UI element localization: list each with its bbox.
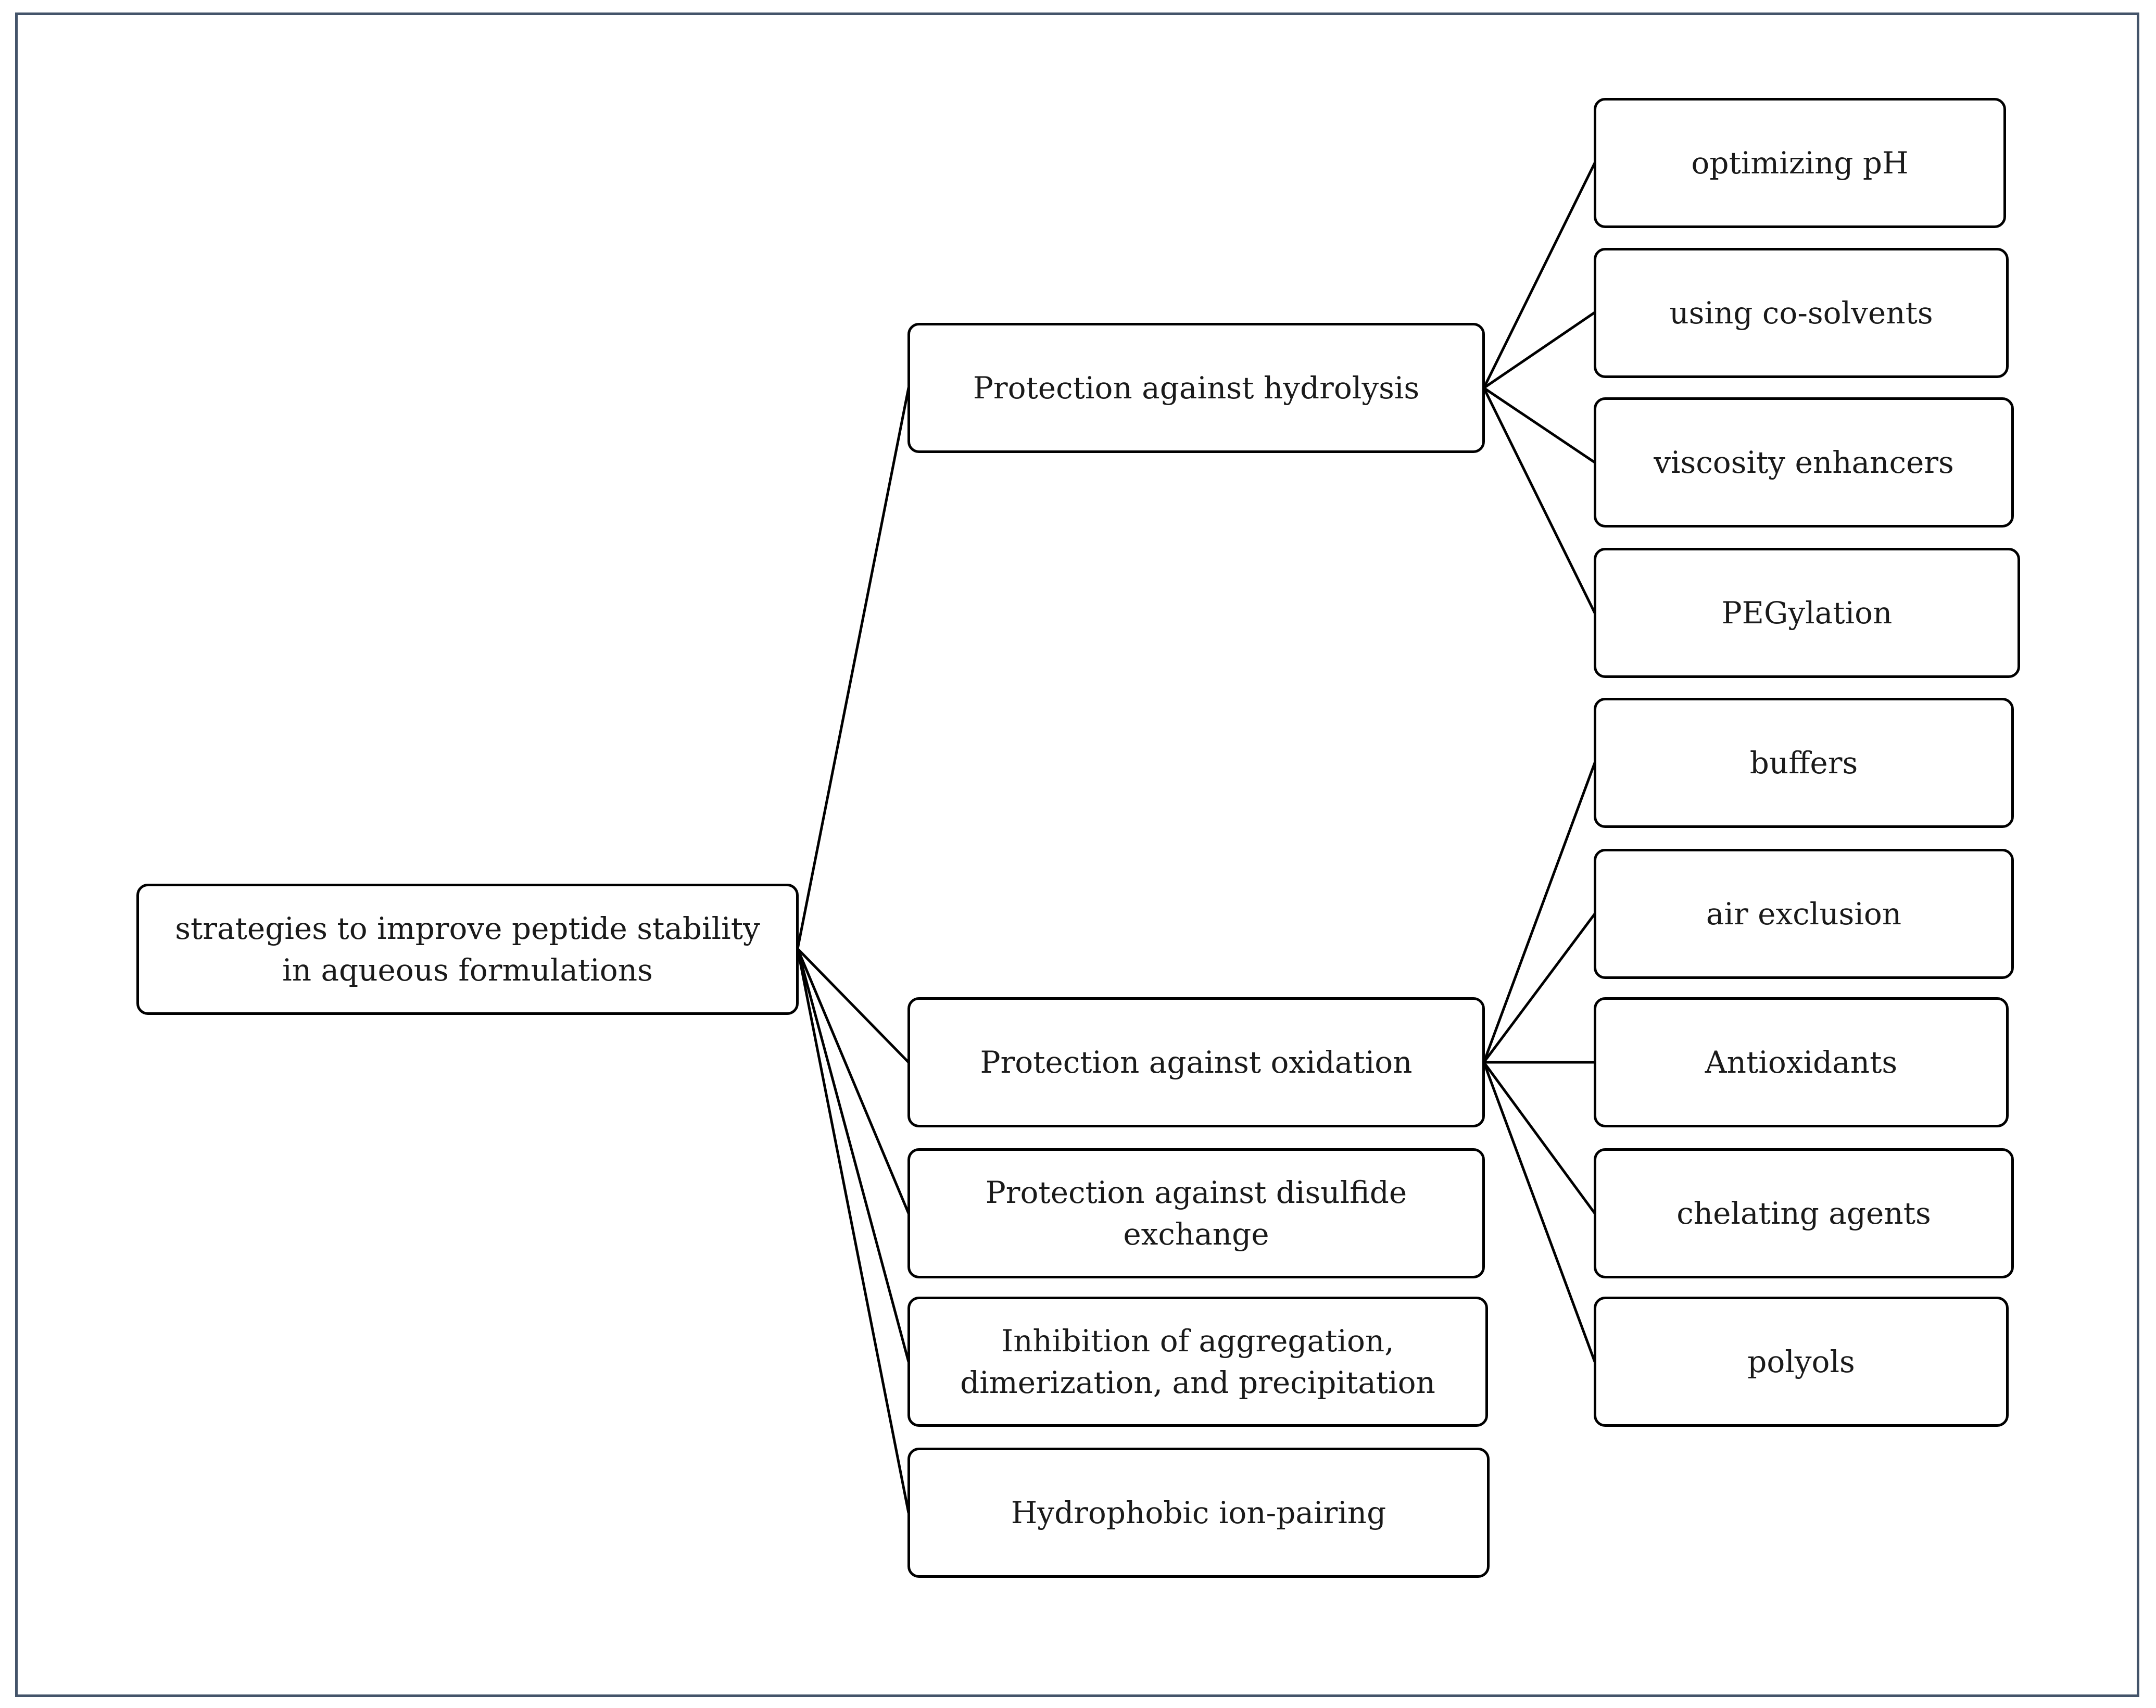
leaf-node-co-solvents: using co-solvents: [1594, 248, 2009, 378]
leaf-node-air-exclusion: air exclusion: [1594, 849, 2014, 979]
leaf-node-label: air exclusion: [1706, 896, 1902, 932]
leaf-node-viscosity-enhancers: viscosity enhancers: [1594, 397, 2014, 528]
branch-node-label: Inhibition of aggregation, dimerization,…: [960, 1323, 1435, 1400]
branch-node-aggregation: Inhibition of aggregation, dimerization,…: [907, 1297, 1488, 1427]
connector-root-oxidation: [796, 947, 910, 1064]
leaf-node-label: using co-solvents: [1669, 295, 1933, 331]
branch-node-label: Protection against oxidation: [980, 1045, 1413, 1080]
leaf-node-label: buffers: [1749, 745, 1858, 781]
branch-node-label: Protection against hydrolysis: [973, 370, 1420, 406]
leaf-node-pegylation: PEGylation: [1594, 548, 2020, 678]
connector-hydrolysis-pegylation: [1482, 386, 1596, 614]
connector-oxidation-chelating: [1482, 1061, 1596, 1215]
leaf-node-label: chelating agents: [1676, 1196, 1931, 1231]
connector-hydrolysis-viscosity: [1482, 386, 1596, 464]
leaf-node-optimizing-ph: optimizing pH: [1594, 98, 2006, 228]
branch-node-disulfide: Protection against disulfide exchange: [907, 1148, 1485, 1278]
leaf-node-label: polyols: [1747, 1344, 1855, 1379]
leaf-node-polyols: polyols: [1594, 1297, 2009, 1427]
root-node-label: strategies to improve peptide stability …: [175, 911, 760, 988]
branch-node-label: Hydrophobic ion-pairing: [1011, 1495, 1386, 1530]
connector-root-hydrolysis: [796, 386, 910, 950]
connector-hydrolysis-cosolvents: [1482, 311, 1596, 390]
leaf-node-buffers: buffers: [1594, 698, 2014, 828]
leaf-node-label: PEGylation: [1721, 595, 1893, 631]
branch-node-oxidation: Protection against oxidation: [907, 997, 1485, 1127]
branch-node-hydrolysis: Protection against hydrolysis: [907, 323, 1485, 453]
branch-node-ion-pairing: Hydrophobic ion-pairing: [907, 1448, 1490, 1578]
branch-node-label: Protection against disulfide exchange: [985, 1175, 1407, 1252]
connector-oxidation-air: [1482, 912, 1596, 1064]
connector-root-ion-pairing: [796, 947, 910, 1514]
leaf-node-label: viscosity enhancers: [1654, 445, 1954, 480]
root-node: strategies to improve peptide stability …: [136, 884, 799, 1015]
leaf-node-label: Antioxidants: [1705, 1045, 1898, 1080]
connector-root-disulfide: [796, 947, 910, 1215]
leaf-node-antioxidants: Antioxidants: [1594, 997, 2009, 1127]
connector-oxidation-polyols: [1482, 1061, 1596, 1363]
leaf-node-chelating-agents: chelating agents: [1594, 1148, 2014, 1278]
leaf-node-label: optimizing pH: [1691, 145, 1909, 181]
connector-root-aggregation: [796, 947, 910, 1363]
connector-hydrolysis-ph: [1482, 161, 1596, 390]
connector-oxidation-buffers: [1482, 761, 1596, 1064]
